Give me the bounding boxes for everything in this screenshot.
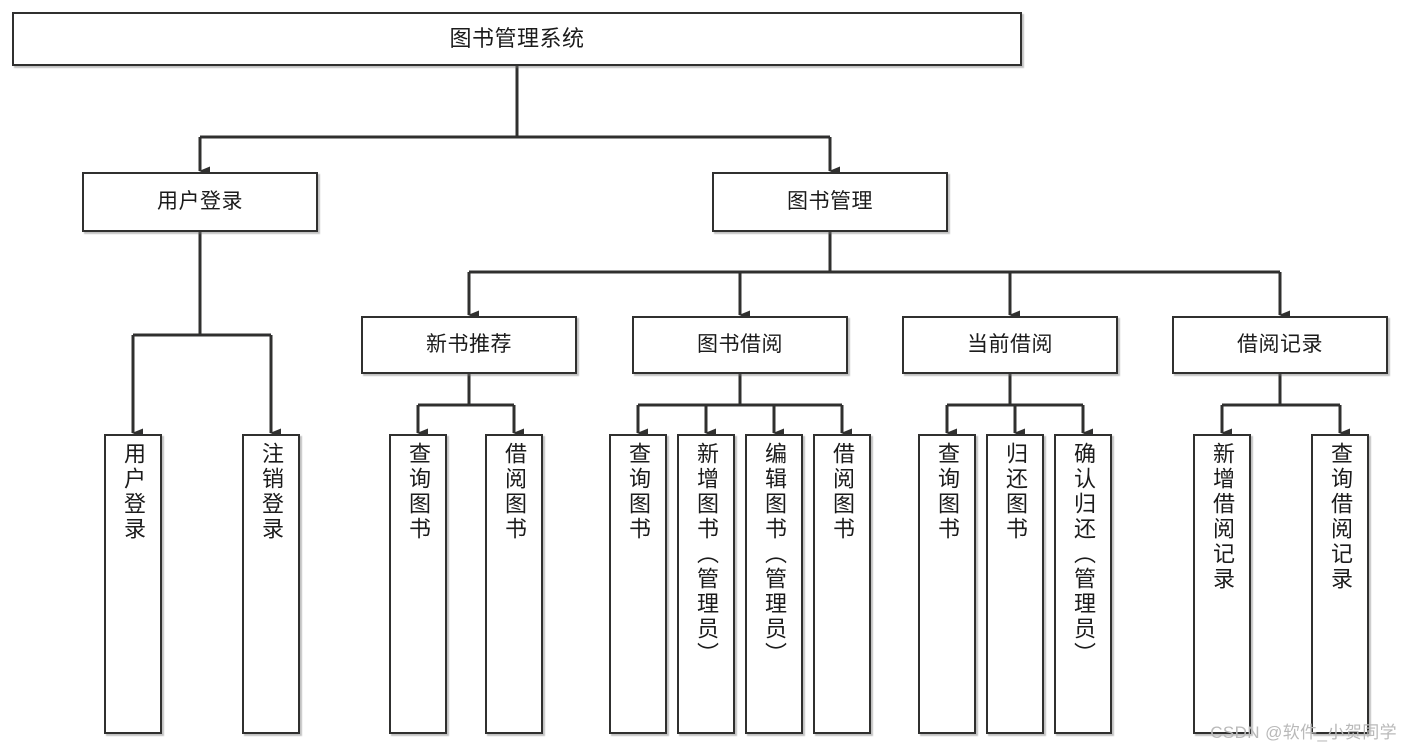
node-label-leaf-query-book-1: 查询图书 bbox=[406, 442, 431, 542]
node-leaf-borrow-book-2[interactable]: 借阅图书 bbox=[813, 434, 871, 734]
node-leaf-query-book-3[interactable]: 查询图书 bbox=[918, 434, 976, 734]
node-label-leaf-query-record: 查询借阅记录 bbox=[1328, 442, 1353, 592]
node-leaf-confirm-return[interactable]: 确认归还（管理员） bbox=[1054, 434, 1112, 734]
node-current-borrow[interactable]: 当前借阅 bbox=[902, 316, 1118, 374]
watermark-label: CSDN @软件_小贺同学 bbox=[1210, 723, 1397, 742]
node-leaf-logout[interactable]: 注销登录 bbox=[242, 434, 300, 734]
node-borrow-record[interactable]: 借阅记录 bbox=[1172, 316, 1388, 374]
node-label-leaf-confirm-return: 确认归还（管理员） bbox=[1071, 442, 1096, 667]
node-label-leaf-borrow-book-1: 借阅图书 bbox=[502, 442, 527, 542]
node-label-user-login: 用户登录 bbox=[157, 189, 243, 213]
node-leaf-query-record[interactable]: 查询借阅记录 bbox=[1311, 434, 1369, 734]
node-leaf-return-book[interactable]: 归还图书 bbox=[986, 434, 1044, 734]
node-label-leaf-borrow-book-2: 借阅图书 bbox=[830, 442, 855, 542]
node-label-leaf-add-book: 新增图书（管理员） bbox=[694, 442, 719, 667]
node-label-borrow-record: 借阅记录 bbox=[1237, 332, 1323, 356]
connector-lines bbox=[131, 66, 1350, 438]
node-leaf-add-record[interactable]: 新增借阅记录 bbox=[1193, 434, 1251, 734]
node-book-borrow[interactable]: 图书借阅 bbox=[632, 316, 848, 374]
node-leaf-edit-book[interactable]: 编辑图书（管理员） bbox=[745, 434, 803, 734]
node-label-leaf-user-login: 用户登录 bbox=[121, 442, 146, 542]
node-label-leaf-edit-book: 编辑图书（管理员） bbox=[762, 442, 787, 667]
node-leaf-borrow-book-1[interactable]: 借阅图书 bbox=[485, 434, 543, 734]
node-book-manage[interactable]: 图书管理 bbox=[712, 172, 948, 232]
node-label-book-manage: 图书管理 bbox=[787, 189, 873, 213]
node-label-root: 图书管理系统 bbox=[449, 26, 585, 52]
node-label-leaf-query-book-3: 查询图书 bbox=[935, 442, 960, 542]
node-label-leaf-add-record: 新增借阅记录 bbox=[1210, 442, 1235, 592]
node-label-leaf-return-book: 归还图书 bbox=[1003, 442, 1028, 542]
node-label-book-borrow: 图书借阅 bbox=[697, 332, 783, 356]
node-root[interactable]: 图书管理系统 bbox=[12, 12, 1022, 66]
node-label-new-book-recommend: 新书推荐 bbox=[426, 332, 512, 356]
node-leaf-user-login[interactable]: 用户登录 bbox=[104, 434, 162, 734]
node-label-leaf-logout: 注销登录 bbox=[259, 442, 284, 542]
node-leaf-add-book[interactable]: 新增图书（管理员） bbox=[677, 434, 735, 734]
node-new-book-recommend[interactable]: 新书推荐 bbox=[361, 316, 577, 374]
node-label-leaf-query-book-2: 查询图书 bbox=[626, 442, 651, 542]
node-leaf-query-book-2[interactable]: 查询图书 bbox=[609, 434, 667, 734]
node-user-login[interactable]: 用户登录 bbox=[82, 172, 318, 232]
node-leaf-query-book-1[interactable]: 查询图书 bbox=[389, 434, 447, 734]
node-label-current-borrow: 当前借阅 bbox=[967, 332, 1053, 356]
